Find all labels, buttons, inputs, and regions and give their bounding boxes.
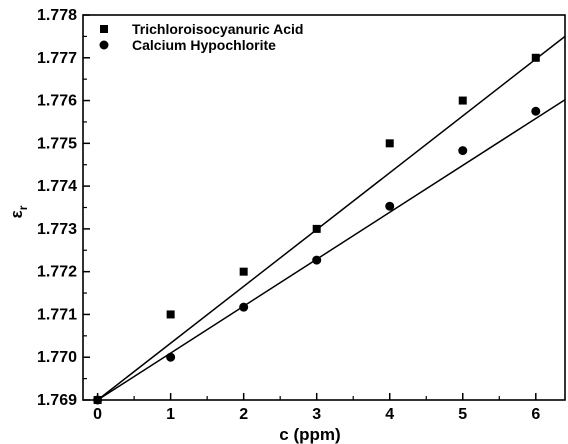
legend-label-trichloroisocyanuric-acid: Trichloroisocyanuric Acid [132, 21, 303, 37]
data-point-circle [239, 302, 249, 312]
y-axis-title: εr [7, 205, 30, 218]
fit-line [97, 99, 566, 401]
data-point-circle [385, 201, 395, 211]
y-tick-label: 1.772 [37, 264, 77, 281]
y-tick-label: 1.775 [37, 135, 77, 152]
y-tick-label: 1.777 [37, 50, 77, 67]
x-tick-label: 3 [312, 406, 321, 423]
data-point-square [458, 96, 467, 105]
fit-lines [97, 35, 566, 401]
y-tick-label: 1.776 [37, 93, 77, 110]
axis-ticks [83, 14, 537, 401]
x-tick-label: 5 [458, 406, 467, 423]
x-tick-labels: 0 1 2 3 4 5 6 [93, 406, 540, 423]
data-point-square [166, 310, 175, 319]
legend-marker-square [100, 25, 108, 33]
y-tick-labels: 1.769 1.770 1.771 1.772 1.773 1.774 1.775 1.776… [37, 7, 77, 409]
x-tick-label: 0 [93, 406, 102, 423]
y-tick-label: 1.773 [37, 221, 77, 238]
data-point-circle [531, 106, 541, 116]
y-tick-label: 1.769 [37, 392, 77, 409]
x-tick-label: 4 [385, 406, 394, 423]
legend-marker-circle [99, 40, 109, 50]
x-tick-label: 6 [531, 406, 540, 423]
y-tick-label: 1.771 [37, 306, 77, 323]
legend-label-calcium-hypochlorite: Calcium Hypochlorite [132, 37, 276, 53]
legend: Trichloroisocyanuric Acid Calcium Hypoch… [99, 21, 303, 53]
plot-frame [82, 14, 566, 401]
data-point-circle [166, 352, 176, 362]
y-tick-label: 1.774 [37, 178, 77, 195]
y-tick-label: 1.778 [37, 7, 77, 24]
x-axis-title: c (ppm) [279, 425, 340, 444]
x-tick-label: 1 [166, 406, 175, 423]
data-point-square [531, 53, 540, 62]
data-point-circle [458, 146, 468, 156]
fit-line [97, 35, 566, 401]
data-point-square [385, 139, 394, 148]
data-point-square [312, 224, 321, 233]
data-point-square [239, 267, 248, 276]
y-axis-subscript: r [16, 205, 30, 210]
y-axis-symbol: ε [7, 210, 26, 218]
data-point-circle [312, 255, 322, 265]
x-tick-label: 2 [239, 406, 248, 423]
y-tick-label: 1.770 [37, 349, 77, 366]
